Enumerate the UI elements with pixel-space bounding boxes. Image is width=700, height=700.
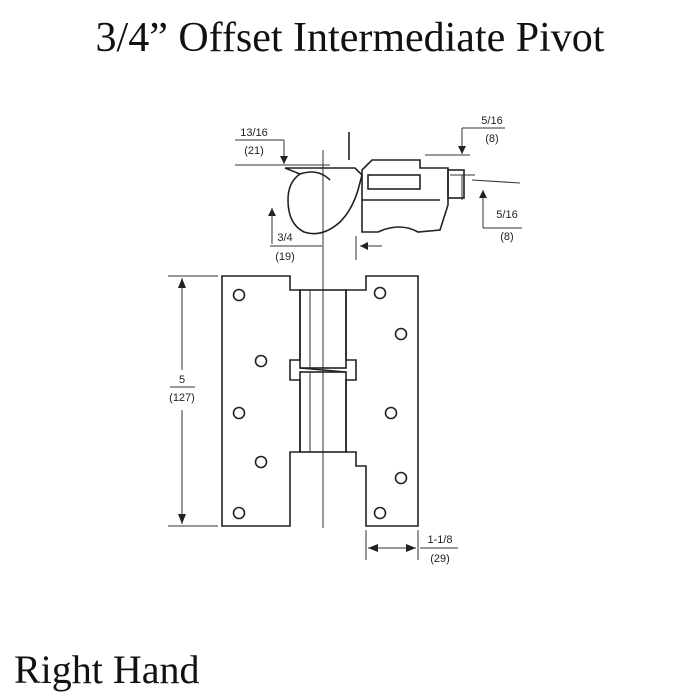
right-leaf	[345, 275, 419, 527]
arrow-head	[360, 242, 368, 250]
arrow-head	[178, 514, 186, 524]
hand-label: Right Hand	[14, 647, 200, 692]
dim-mid-right-mm: (8)	[500, 231, 513, 243]
screw-hole	[232, 288, 246, 302]
upper-knuckle	[299, 289, 347, 369]
arrow-head	[268, 208, 276, 216]
lower-knuckle	[299, 371, 347, 453]
knuckle-curve	[299, 171, 331, 181]
top-view	[235, 127, 522, 528]
dim-top-right-mm: (8)	[485, 133, 498, 145]
arrow-head	[479, 190, 487, 198]
dim-top-left-frac: 13/16	[240, 127, 268, 139]
arrow-head	[406, 544, 416, 552]
screw-hole	[254, 354, 268, 368]
dim-width-mm: (29)	[430, 553, 450, 565]
leaf-slot	[367, 174, 421, 190]
screw-hole	[394, 471, 408, 485]
arrow-head	[280, 156, 288, 164]
dim-line	[471, 179, 521, 184]
knuckle-profile	[284, 167, 363, 235]
dim-width-frac: 1-1/8	[427, 534, 452, 546]
dim-height-frac: 5	[179, 374, 185, 386]
offset-box	[447, 169, 465, 199]
dim-height-mm: (127)	[169, 392, 195, 404]
dim-top-left-mm: (21)	[244, 145, 264, 157]
arrow-head	[178, 278, 186, 288]
arrow-head	[368, 544, 378, 552]
leaf-profile	[361, 159, 449, 233]
screw-hole	[394, 327, 408, 341]
screw-hole	[232, 406, 246, 420]
arrow-head	[458, 146, 466, 154]
screw-hole	[373, 506, 387, 520]
screw-hole	[373, 286, 387, 300]
knuckle-joint	[299, 367, 347, 373]
front-view	[168, 275, 458, 560]
dim-top-right-frac: 5/16	[481, 115, 502, 127]
screw-hole	[254, 455, 268, 469]
dim-mid-right-frac: 5/16	[496, 209, 517, 221]
left-leaf	[221, 275, 301, 527]
page-title: 3/4” Offset Intermediate Pivot	[95, 15, 605, 61]
screw-hole	[232, 506, 246, 520]
dim-offset-frac: 3/4	[277, 232, 292, 244]
dim-offset-mm: (19)	[275, 251, 295, 263]
screw-hole	[384, 406, 398, 420]
